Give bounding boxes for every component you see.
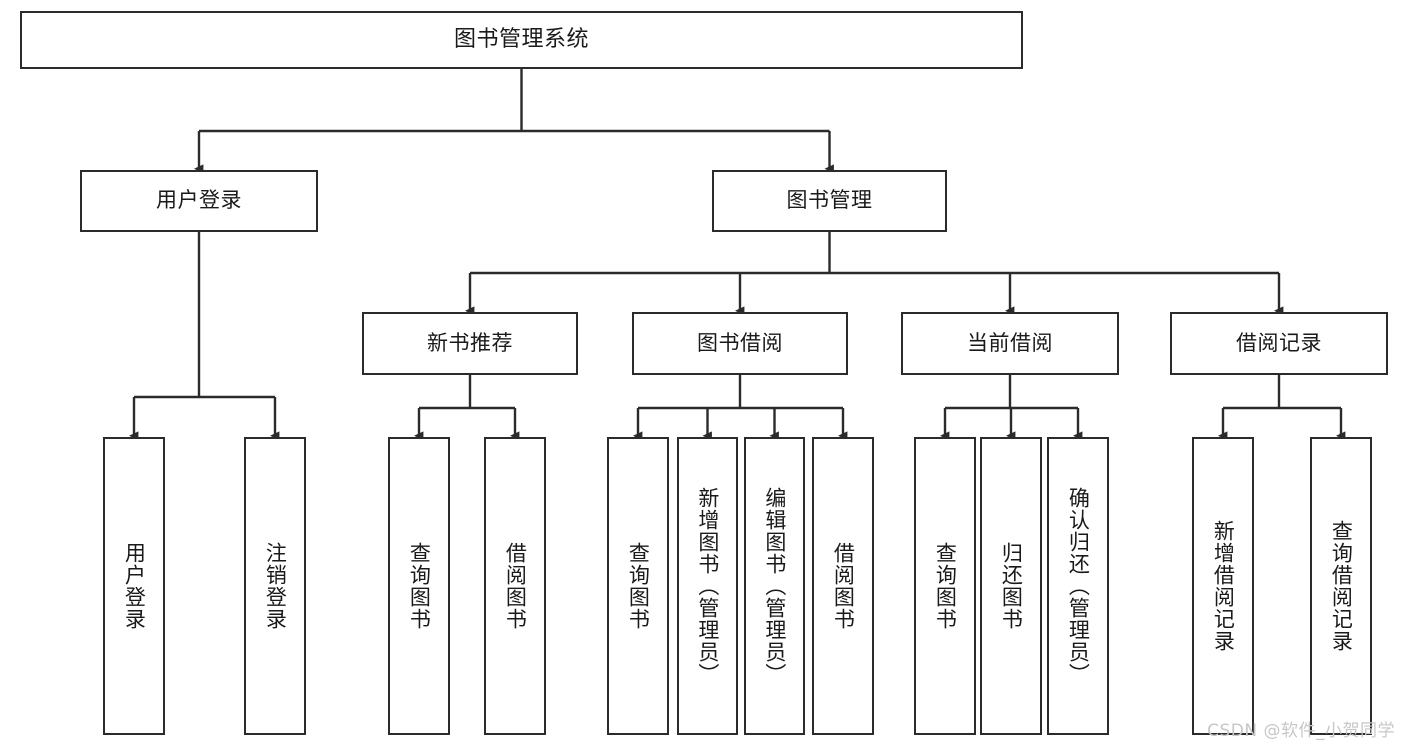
node-root[interactable]: 图书管理系统 — [20, 11, 1023, 69]
node-label: 确认归还（管理员） — [1066, 487, 1091, 685]
node-label: 借阅记录 — [1236, 330, 1322, 355]
node-leaf-query-book-cur[interactable]: 查询图书 — [914, 437, 976, 735]
node-label: 用户登录 — [122, 542, 147, 630]
node-book-manage[interactable]: 图书管理 — [712, 170, 947, 232]
node-label: 当前借阅 — [967, 330, 1053, 355]
node-current-borrow[interactable]: 当前借阅 — [901, 312, 1119, 375]
node-label: 借阅图书 — [503, 542, 528, 630]
node-leaf-user-login[interactable]: 用户登录 — [103, 437, 165, 735]
node-label: 新增借阅记录 — [1211, 520, 1236, 652]
node-label: 查询图书 — [626, 542, 651, 630]
node-label: 归还图书 — [999, 542, 1024, 630]
node-leaf-edit-book[interactable]: 编辑图书（管理员） — [744, 437, 805, 735]
node-label: 借阅图书 — [831, 542, 856, 630]
node-new-book-rec[interactable]: 新书推荐 — [362, 312, 578, 375]
node-label: 图书借阅 — [697, 330, 783, 355]
node-leaf-borrow-book[interactable]: 借阅图书 — [812, 437, 874, 735]
node-leaf-query-record[interactable]: 查询借阅记录 — [1310, 437, 1372, 735]
node-label: 新增图书（管理员） — [695, 487, 720, 685]
node-label: 图书管理系统 — [453, 26, 589, 52]
node-leaf-return-book[interactable]: 归还图书 — [980, 437, 1042, 735]
node-leaf-borrow-book-rec[interactable]: 借阅图书 — [484, 437, 546, 735]
node-label: 编辑图书（管理员） — [762, 487, 787, 685]
node-label: 查询图书 — [933, 542, 958, 630]
node-leaf-add-book[interactable]: 新增图书（管理员） — [677, 437, 738, 735]
node-label: 注销登录 — [263, 542, 288, 630]
node-leaf-add-record[interactable]: 新增借阅记录 — [1192, 437, 1254, 735]
node-borrow-record[interactable]: 借阅记录 — [1170, 312, 1388, 375]
node-label: 用户登录 — [156, 188, 242, 213]
node-label: 图书管理 — [786, 188, 873, 213]
node-book-borrow[interactable]: 图书借阅 — [632, 312, 848, 375]
node-label: 查询借阅记录 — [1329, 520, 1354, 652]
node-label: 查询图书 — [407, 542, 432, 630]
node-leaf-logout[interactable]: 注销登录 — [244, 437, 306, 735]
node-user-login[interactable]: 用户登录 — [80, 170, 318, 232]
watermark: CSDN @软件_小贺同学 — [1207, 721, 1395, 741]
node-leaf-query-book-rec[interactable]: 查询图书 — [388, 437, 450, 735]
node-leaf-query-book[interactable]: 查询图书 — [607, 437, 669, 735]
node-label: 新书推荐 — [427, 330, 513, 355]
node-leaf-confirm-return[interactable]: 确认归还（管理员） — [1047, 437, 1109, 735]
